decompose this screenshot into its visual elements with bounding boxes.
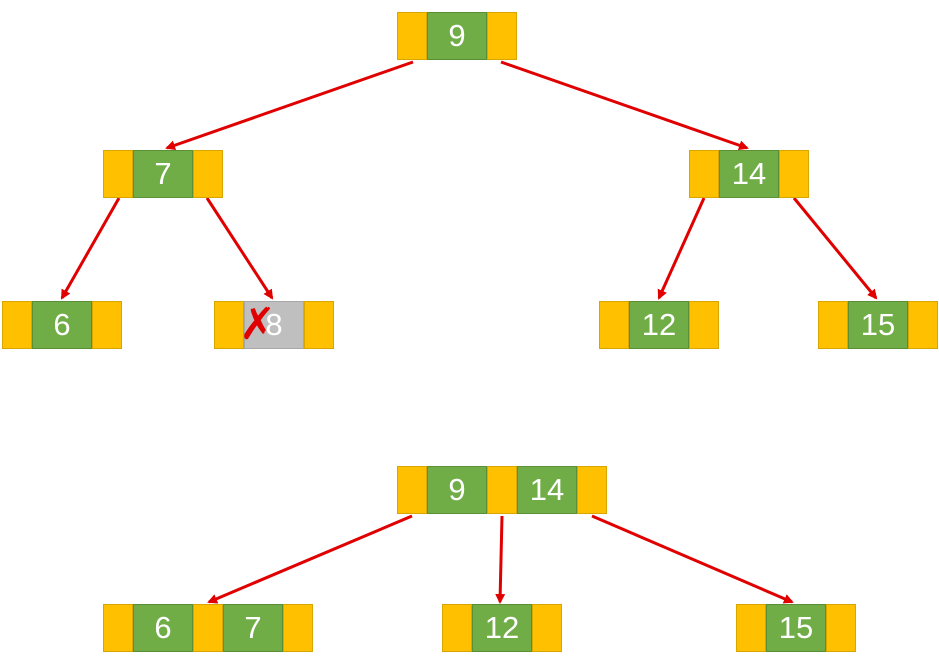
key-cell: 6 [133,604,193,652]
key-cell: 7 [223,604,283,652]
pointer-slot [487,466,517,514]
before-node-7: 7 [103,150,223,198]
edge-14-to-12 [657,197,706,300]
key-cell: 12 [472,604,532,652]
key-cell: 12 [629,301,689,349]
pointer-slot [214,301,244,349]
pointer-slot [818,301,848,349]
key-value: 7 [244,610,262,645]
key-value: 9 [448,18,466,53]
key-value: 9 [448,472,466,507]
before-leaf-15: 15 [818,301,938,349]
after-leaf-6-7: 6 7 [103,604,313,652]
after-leaf-15: 15 [736,604,856,652]
key-cell: 15 [848,301,908,349]
after-leaf-12: 12 [442,604,562,652]
pointer-slot [779,150,809,198]
pointer-slot [826,604,856,652]
before-leaf-12: 12 [599,301,719,349]
key-value: 15 [860,307,896,342]
edge-7-to-8 [205,197,274,300]
pointer-slot [577,466,607,514]
pointer-slot [736,604,766,652]
key-value: 12 [641,307,677,342]
key-cell: 14 [719,150,779,198]
key-value: 8 [265,307,283,342]
key-cell: 9 [427,466,487,514]
pointer-slot [397,12,427,60]
edge-14-to-15 [792,197,878,300]
key-value: 14 [529,472,565,507]
key-value: 7 [154,156,172,191]
edge-9-to-7 [165,60,414,151]
key-value: 12 [484,610,520,645]
pointer-slot [92,301,122,349]
pointer-slot [2,301,32,349]
before-leaf-8-deleted: 8 ✗ [214,301,334,349]
key-value: 15 [778,610,814,645]
key-cell: 14 [517,466,577,514]
pointer-slot [103,150,133,198]
before-node-14: 14 [689,150,809,198]
pointer-slot [689,150,719,198]
before-root-node: 9 [397,12,517,60]
key-cell: 7 [133,150,193,198]
edge-root-to-15 [591,514,794,604]
pointer-slot [908,301,938,349]
key-cell: 6 [32,301,92,349]
after-root-node: 9 14 [397,466,607,514]
delete-cross-icon: ✗ [239,299,276,350]
key-value: 14 [731,156,767,191]
edge-root-to-6-7 [207,514,413,604]
pointer-slot [689,301,719,349]
pointer-slot [103,604,133,652]
pointer-slot [193,604,223,652]
pointer-slot [304,301,334,349]
pointer-slot [487,12,517,60]
edge-7-to-6 [60,197,121,300]
before-leaf-6: 6 [2,301,122,349]
key-value: 6 [154,610,172,645]
key-cell: 9 [427,12,487,60]
deleted-key-cell: 8 ✗ [239,301,304,349]
pointer-slot [532,604,562,652]
key-cell: 15 [766,604,826,652]
pointer-slot [442,604,472,652]
pointer-slot [193,150,223,198]
edge-root-to-12 [495,515,506,604]
key-value: 6 [53,307,71,342]
pointer-slot [283,604,313,652]
pointer-slot [397,466,427,514]
pointer-slot [599,301,629,349]
edge-9-to-14 [500,60,749,151]
